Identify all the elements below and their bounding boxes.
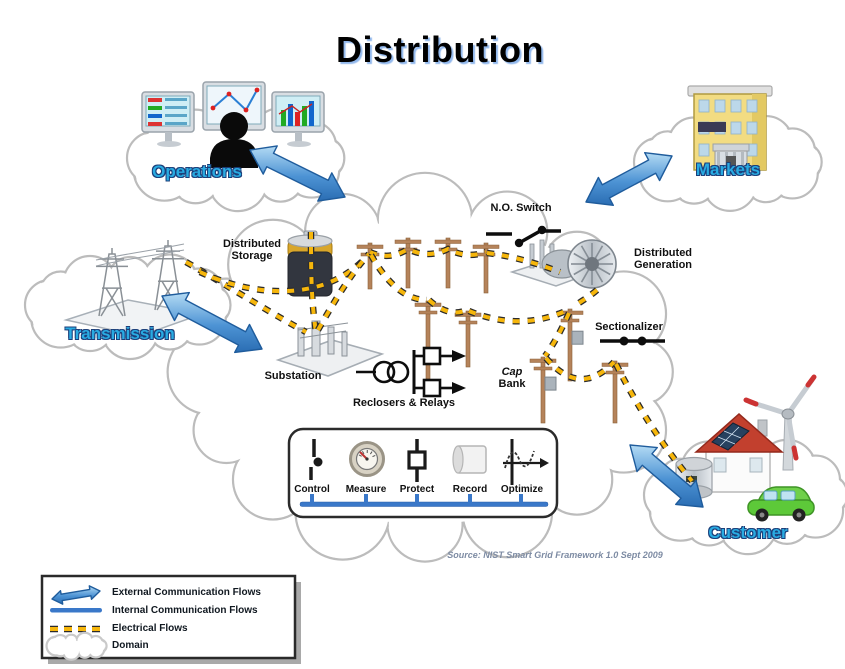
home-renewables-icon: [675, 374, 817, 522]
internal-bus-line: [299, 494, 549, 507]
reclosers-relays-symbol: [356, 346, 466, 398]
cap-bank-label-line2: Bank: [498, 378, 526, 391]
legend-label-domain: Domain: [112, 640, 149, 651]
source-note: Source: NIST Smart Grid Framework 1.0 Se…: [447, 550, 663, 560]
electrical-flow-lines: [184, 231, 695, 484]
operations-arrow: [249, 145, 346, 202]
reclosers-relays-label: Reclosers & Relays: [352, 397, 456, 409]
sectionalizer-label: Sectionalizer: [595, 321, 663, 333]
legend-label-internal: Internal Communication Flows: [112, 605, 258, 616]
transmission-domain-label: Transmission: [65, 324, 175, 343]
customer-arrow: [629, 444, 704, 508]
markets-domain-label: Markets: [695, 160, 761, 179]
function-label-optimize: Optimize: [500, 484, 544, 495]
legend-label-external: External Communication Flows: [112, 587, 261, 598]
markets-arrow: [585, 151, 673, 207]
internal-line-icon: [50, 608, 102, 613]
substation-platform-icon: [275, 320, 385, 377]
turbine-icon: [509, 239, 617, 289]
sectionalizer-symbol: [600, 336, 665, 346]
customer-domain-label: Customer: [708, 523, 788, 542]
operator-monitors-icon: [141, 81, 325, 168]
legend-label-electrical: Electrical Flows: [112, 623, 188, 634]
page-title: Distribution: [336, 29, 544, 70]
transmission-arrow: [161, 291, 263, 354]
substation-label: Substation: [264, 370, 322, 382]
market-building-icon: [687, 85, 773, 171]
utility-poles: [356, 237, 629, 424]
function-label-measure: Measure: [345, 484, 387, 495]
no-switch-symbol: [486, 225, 561, 248]
function-label-protect: Protect: [399, 484, 435, 495]
operations-domain-label: Operations: [152, 162, 242, 181]
function-label-record: Record: [452, 484, 488, 495]
external-arrow-icon: [51, 585, 101, 605]
function-label-control: Control: [294, 484, 330, 495]
distributed-storage-label: Distributed Storage: [222, 238, 282, 263]
grid-functions-box: [287, 427, 559, 519]
cap-bank-label-line1: Cap: [501, 366, 523, 378]
no-switch-label: N.O. Switch: [490, 202, 552, 214]
domain-cloud-icon: [45, 631, 108, 661]
distributed-generation-label: Distributed Generation: [633, 247, 693, 272]
